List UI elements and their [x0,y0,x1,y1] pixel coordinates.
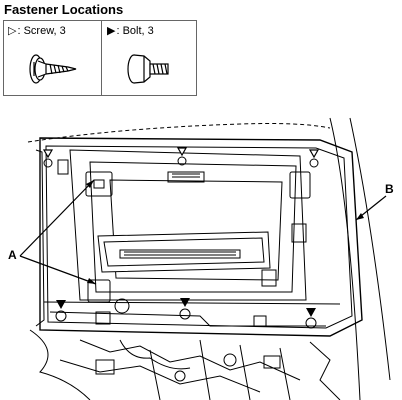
page-title: Fastener Locations [4,2,124,17]
screw-marker-right [308,149,320,159]
screw-marker-left [42,149,54,159]
screw-icon [29,54,77,84]
dashboard-opening-diagram [19,117,391,400]
bolt-marker-right [306,308,316,317]
screw-symbol: ▷ [8,24,17,37]
screw-marker-center [176,147,188,157]
bolt-marker-left [56,300,66,309]
bolt-marker-center [180,298,190,307]
legend-divider [101,21,102,95]
legend-screw-label: ▷ : Screw, 3 [8,25,66,37]
callout-b: B [385,182,394,196]
bolt-count-text: : Bolt, 3 [116,25,154,37]
callout-a: A [8,248,17,262]
screw-count-text: : Screw, 3 [17,25,66,37]
legend-bolt-label: ▶ : Bolt, 3 [107,25,154,37]
bolt-symbol: ▶ [107,24,116,37]
fastener-legend: ▷ : Screw, 3 ▶ : Bolt, 3 [3,20,197,96]
bolt-icon [127,54,169,84]
